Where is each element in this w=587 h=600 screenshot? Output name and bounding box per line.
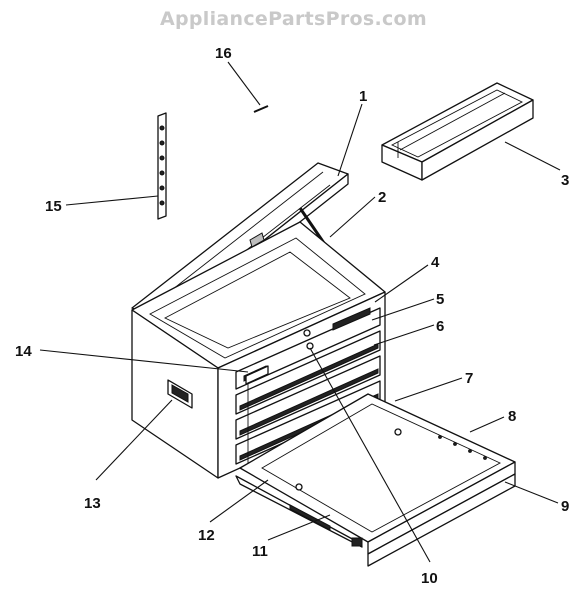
callout-6: 6 — [436, 318, 444, 335]
part-tool-tray — [381, 82, 534, 181]
callout-16: 16 — [215, 45, 232, 62]
callout-2: 2 — [378, 189, 386, 206]
leader-lines — [39, 61, 561, 563]
callout-4: 4 — [431, 254, 440, 271]
callout-15: 15 — [45, 198, 62, 215]
callout-1: 1 — [359, 88, 367, 105]
callout-9: 9 — [561, 498, 569, 515]
callout-11: 11 — [252, 543, 268, 560]
callout-12: 12 — [198, 527, 215, 544]
callout-8: 8 — [508, 408, 516, 425]
callout-5: 5 — [436, 291, 444, 308]
callout-13: 13 — [84, 495, 101, 512]
part-pin — [253, 105, 269, 113]
part-label-plate — [245, 365, 269, 385]
watermark: AppliancePartsPros.com — [159, 8, 427, 30]
part-hinge — [157, 112, 167, 220]
callout-10: 10 — [421, 570, 438, 587]
callout-14: 14 — [15, 343, 32, 360]
callout-7: 7 — [465, 370, 473, 387]
callout-3: 3 — [561, 172, 569, 189]
